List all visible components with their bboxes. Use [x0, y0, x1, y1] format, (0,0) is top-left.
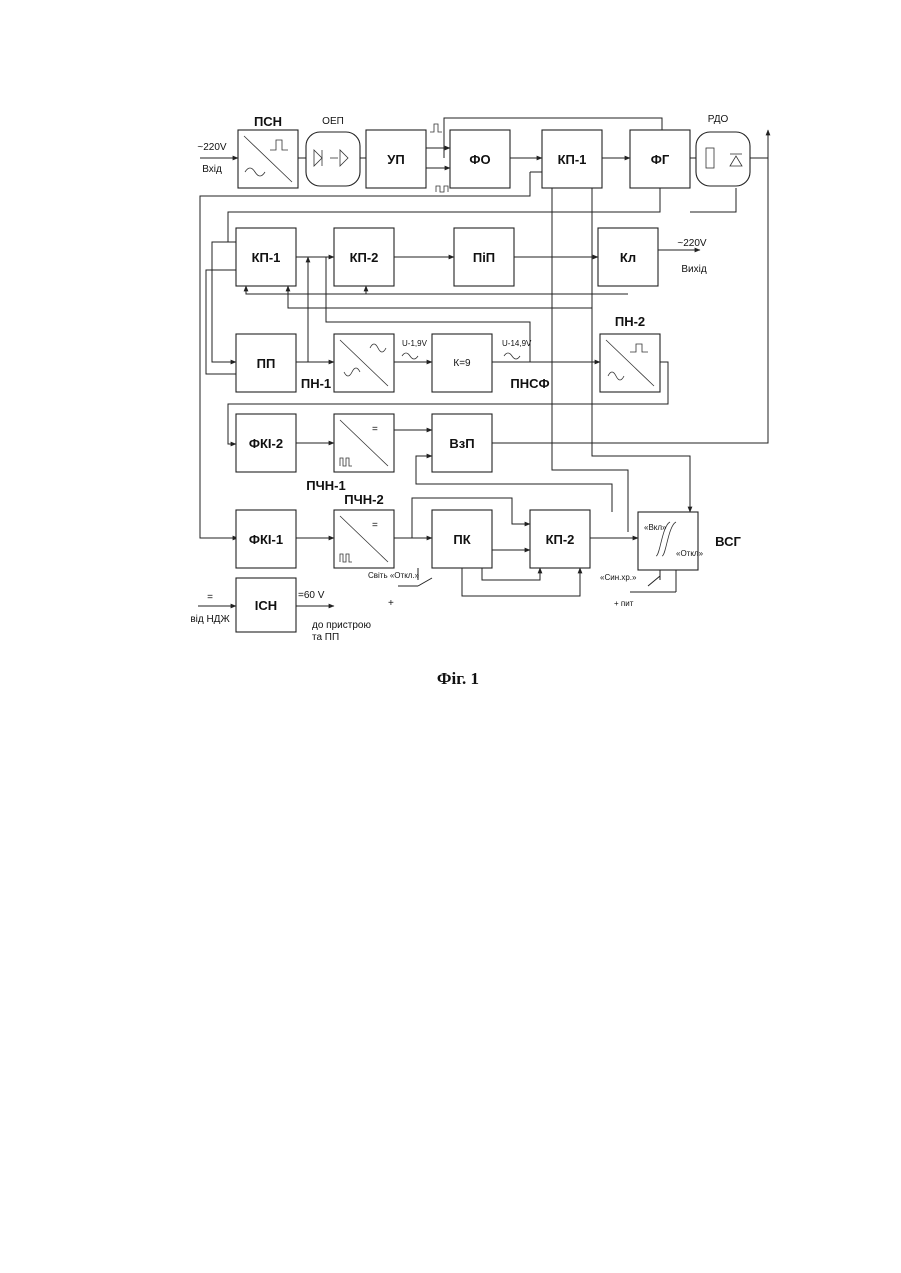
wire-rdo-out: [750, 130, 768, 158]
block-pn2: ПН-2: [600, 314, 660, 392]
block-pk: ПК: [432, 510, 492, 568]
block-fki2: ФКІ-2: [236, 414, 296, 472]
label-up: УП: [387, 152, 404, 167]
wire-pk-loop-2: [462, 568, 580, 596]
plus-label: +: [388, 598, 394, 609]
label-kp1-top: КП-1: [558, 152, 587, 167]
plus-pit-label: + пит: [614, 599, 634, 608]
svg-text:=: =: [372, 424, 378, 435]
block-fki1: ФКІ-1: [236, 510, 296, 568]
label-pk: ПК: [453, 532, 470, 547]
wire-loop-left-2: [206, 270, 236, 374]
label-pn1: ПН-1: [301, 376, 331, 391]
label-kp1-mid: КП-1: [252, 250, 281, 265]
block-pchn1: = ПЧН-1: [306, 414, 394, 493]
label-pp: ПП: [257, 356, 276, 371]
label-fki2: ФКІ-2: [249, 436, 283, 451]
wire-pk-loop: [482, 568, 540, 580]
label-pnsf: ПНСФ: [510, 376, 549, 391]
block-pp: ПП: [236, 334, 296, 392]
block-kp2-low: КП-2: [530, 510, 590, 568]
sine-glyph-1: [402, 353, 418, 359]
v60-label: =60 V: [298, 590, 325, 601]
wire-loop-left: [212, 242, 236, 362]
block-fo: ФО: [450, 130, 510, 188]
label-pip: ПіП: [473, 250, 495, 265]
wire-bus-1: [246, 286, 628, 294]
block-up: УП: [366, 130, 426, 188]
input-label: Вхід: [202, 164, 222, 175]
dc-symbol: =: [207, 592, 213, 603]
wire-rdo-down: [690, 188, 736, 212]
block-kp2-mid: КП-2: [334, 228, 394, 286]
block-rdo: РДО: [696, 114, 750, 186]
input-voltage-label: ~220V: [197, 142, 227, 153]
to-device-label-2: та ПП: [312, 632, 339, 643]
block-kp1-top: КП-1: [542, 130, 602, 188]
label-fg: ФГ: [651, 152, 670, 167]
block-pn1: ПН-1: [301, 334, 394, 392]
block-pchn2: = ПЧН-2: [334, 492, 394, 568]
label-psn: ПСН: [254, 114, 282, 129]
label-pchn1: ПЧН-1: [306, 478, 345, 493]
block-k9: К=9: [432, 334, 492, 392]
svg-text:=: =: [372, 520, 378, 531]
label-fki1: ФКІ-1: [249, 532, 283, 547]
label-vsg: ВСГ: [715, 534, 741, 549]
output-label: Вихід: [681, 264, 706, 275]
block-psn: ПСН: [238, 114, 298, 188]
sinkhr-label: «Син.хр.»: [600, 573, 637, 582]
to-device-label-1: до пристрою: [312, 620, 371, 631]
svet-otkl-label: Світь «Откл.»: [368, 571, 420, 580]
block-kp1-mid: КП-1: [236, 228, 296, 286]
u149-label: U-14,9V: [502, 339, 532, 348]
block-vzp: ВзП: [432, 414, 492, 472]
switch-sinkhr: [648, 576, 660, 586]
block-fg: ФГ: [630, 130, 690, 188]
figure-caption: Фіг. 1: [437, 669, 479, 688]
pulse-glyph-2: [436, 186, 448, 192]
sine-glyph-2: [504, 353, 520, 359]
label-vzp: ВзП: [449, 436, 474, 451]
label-rdo: РДО: [708, 114, 729, 125]
switch-svet: [418, 578, 432, 586]
output-voltage-label: ~220V: [677, 238, 707, 249]
label-kp2-low: КП-2: [546, 532, 575, 547]
label-kp2-mid: КП-2: [350, 250, 379, 265]
label-kl: Кл: [620, 250, 636, 265]
block-isn: ІСН: [236, 578, 296, 632]
label-oep: ОЕП: [322, 116, 344, 127]
label-isn: ІСН: [255, 598, 277, 613]
pulse-glyph-1: [430, 124, 442, 132]
vsg-off-label: «Откл»: [676, 549, 704, 558]
label-pchn2: ПЧН-2: [344, 492, 383, 507]
u19-label: U-1,9V: [402, 339, 428, 348]
label-pn2: ПН-2: [615, 314, 645, 329]
label-fo: ФО: [469, 152, 490, 167]
label-k9: К=9: [453, 358, 471, 369]
block-oep: ОЕП: [306, 116, 360, 186]
block-kl: Кл: [598, 228, 658, 286]
block-pip: ПіП: [454, 228, 514, 286]
wire-bus-2: [288, 286, 592, 308]
block-vsg: «Вкл» «Откл» ВСГ: [638, 512, 741, 570]
from-ndzh-label: від НДЖ: [190, 614, 230, 625]
vsg-on-label: «Вкл»: [644, 523, 667, 532]
